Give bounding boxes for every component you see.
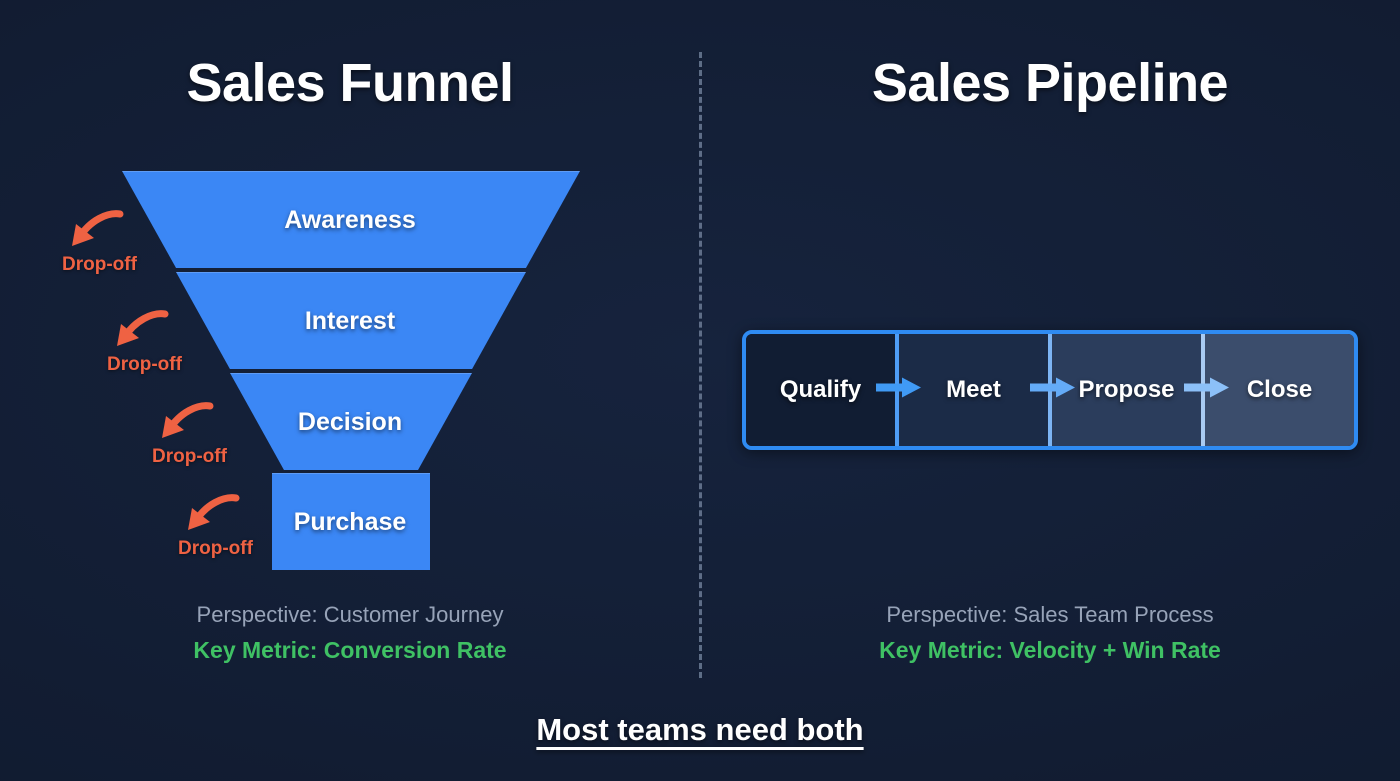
funnel-key-metric-text: Key Metric: Conversion Rate <box>193 637 507 663</box>
pipeline-stage-label-close: Close <box>1246 376 1313 403</box>
sales-pipeline-graphic: Qualify Meet Propose Close <box>742 330 1358 450</box>
pipeline-stage-qualify[interactable]: Qualify <box>746 334 895 446</box>
funnel-stage-interest <box>176 272 526 369</box>
funnel-stage-awareness <box>122 171 580 268</box>
pipeline-stage-meet[interactable]: Meet <box>895 334 1048 446</box>
pipeline-stage-label-qualify: Qualify <box>779 376 862 403</box>
funnel-stage-purchase <box>272 473 430 570</box>
funnel-panel-title: Sales Funnel <box>186 53 514 113</box>
pipeline-perspective-text: Perspective: Sales Team Process <box>886 602 1214 627</box>
pipeline-stage-close[interactable]: Close <box>1201 334 1354 446</box>
pipeline-key-metric-text: Key Metric: Velocity + Win Rate <box>879 637 1221 663</box>
pipeline-stage-label-propose: Propose <box>1078 376 1175 403</box>
bottom-caption: Most teams need both <box>536 712 864 747</box>
sales-funnel-graphic: Awareness Interest Decision Purchase <box>0 165 700 575</box>
pipeline-stage-propose[interactable]: Propose <box>1048 334 1201 446</box>
funnel-meta-block: Perspective: Customer Journey Key Metric… <box>0 602 700 664</box>
funnel-stage-decision <box>230 373 472 470</box>
pipeline-meta-block: Perspective: Sales Team Process Key Metr… <box>700 602 1400 664</box>
pipeline-stage-label-meet: Meet <box>946 376 1001 403</box>
panel-divider <box>699 52 702 678</box>
funnel-perspective-text: Perspective: Customer Journey <box>196 602 504 627</box>
pipeline-panel-title: Sales Pipeline <box>871 53 1229 113</box>
